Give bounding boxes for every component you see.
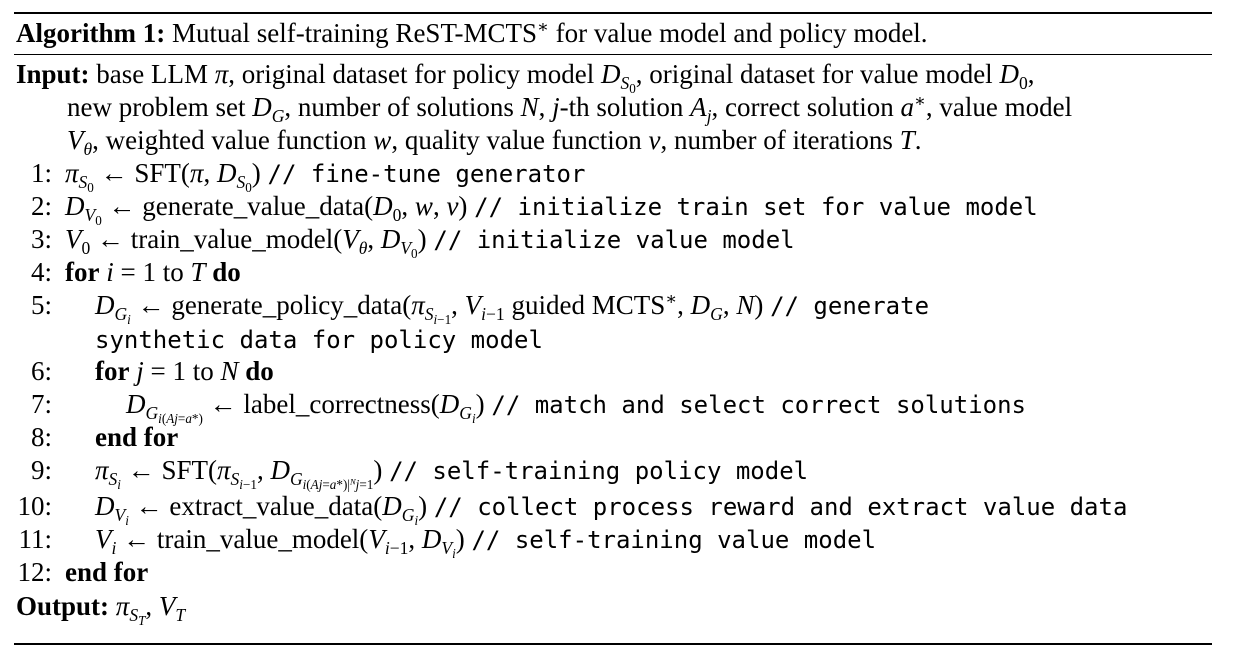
step-body: for j = 1 to N do (95, 356, 274, 386)
step-number: 3: (30, 224, 52, 254)
caption-label: Algorithm 1: (16, 18, 166, 48)
algorithm-block: Algorithm 1: Mutual self-training ReST-M… (14, 12, 1212, 629)
step-8: 8: end for (14, 421, 1212, 454)
step-body: DGi ← generate_policy_data(πSi−1, Vi−1 g… (95, 288, 930, 354)
step-comment: // fine-tune generator (267, 160, 586, 188)
step-number: 5: (30, 290, 52, 320)
step-number: 1: (30, 158, 52, 188)
caption-text: Mutual self-training ReST-MCTS∗ for valu… (171, 16, 928, 48)
step-number: 9: (30, 455, 52, 485)
input-line-1: Input: base LLM π, original dataset for … (16, 59, 1035, 97)
step-7: 7: DGi(Aj=a*) ← label_correctness(DGi) /… (14, 388, 1212, 427)
step-12: 12: end for (14, 556, 1212, 589)
step-comment: // collect process reward and extract va… (433, 493, 1128, 521)
output-line: Output: πST, VT (14, 590, 1212, 629)
step-body: Vi ← train_value_model(Vi−1, DVi) // sel… (95, 524, 877, 562)
algorithm-caption: Algorithm 1: Mutual self-training ReST-M… (14, 14, 1212, 52)
step-comment: // initialize train set for value model (474, 193, 1038, 221)
step-body: DVi ← extract_value_data(DGi) // collect… (95, 491, 1128, 529)
input-label: Input: (16, 59, 90, 89)
input-block: Input: base LLM π, original dataset for … (14, 58, 1212, 160)
step-2: 2: DV0 ← generate_value_data(D0, w, v) /… (14, 190, 1212, 229)
step-5: 5: DGi ← generate_policy_data(πSi−1, Vi−… (14, 289, 1212, 355)
step-number: 10: (17, 491, 52, 521)
input-line-3: Vθ, weighted value function w, quality v… (67, 125, 922, 160)
step-4: 4: for i = 1 to T do (14, 256, 1212, 289)
step-9: 9: πSi ← SFT(πSi−1, DGi(Aj=a*)|Nj=1) // … (14, 454, 1212, 493)
step-body: πSi ← SFT(πSi−1, DGi(Aj=a*)|Nj=1) // sel… (95, 455, 809, 493)
step-11: 11: Vi ← train_value_model(Vi−1, DVi) //… (14, 523, 1212, 562)
step-number: 2: (30, 191, 52, 221)
algorithm-steps: 1: πS0 ← SFT(π, DS0) // fine-tune genera… (14, 157, 1212, 589)
step-comment-part-2: synthetic data for policy model (95, 326, 543, 354)
bottom-rule (14, 643, 1212, 645)
step-body: end for (95, 422, 179, 452)
step-comment: // initialize value model (433, 226, 795, 254)
top-rule (14, 12, 1212, 14)
step-number: 11: (18, 524, 53, 554)
input-line-2: new problem set DG, number of solutions … (67, 90, 1073, 127)
caption-rule (14, 54, 1212, 55)
step-1: 1: πS0 ← SFT(π, DS0) // fine-tune genera… (14, 157, 1212, 196)
step-body: for i = 1 to T do (65, 257, 241, 287)
step-number: 4: (30, 257, 52, 287)
step-body: πS0 ← SFT(π, DS0) // fine-tune generator (65, 158, 586, 196)
step-body: V0 ← train_value_model(Vθ, DV0) // initi… (65, 224, 795, 262)
step-comment: // self-training policy model (389, 457, 809, 485)
step-comment: // self-training value model (471, 526, 877, 554)
step-body: DV0 ← generate_value_data(D0, w, v) // i… (65, 191, 1038, 229)
step-3: 3: V0 ← train_value_model(Vθ, DV0) // in… (14, 223, 1212, 262)
step-6: 6: for j = 1 to N do (14, 355, 1212, 388)
output-value: πST, VT (115, 591, 186, 629)
step-10: 10: DVi ← extract_value_data(DGi) // col… (14, 490, 1212, 529)
step-body: end for (65, 557, 149, 587)
step-number: 6: (30, 356, 52, 386)
step-number: 12: (17, 557, 52, 587)
step-number: 8: (30, 422, 52, 452)
step-comment: // match and select correct solutions (491, 391, 1026, 419)
output-label: Output: (16, 591, 110, 621)
step-comment-part-1: // generate (770, 292, 930, 320)
step-body: DGi(Aj=a*) ← label_correctness(DGi) // m… (126, 389, 1026, 427)
step-number: 7: (30, 389, 52, 419)
